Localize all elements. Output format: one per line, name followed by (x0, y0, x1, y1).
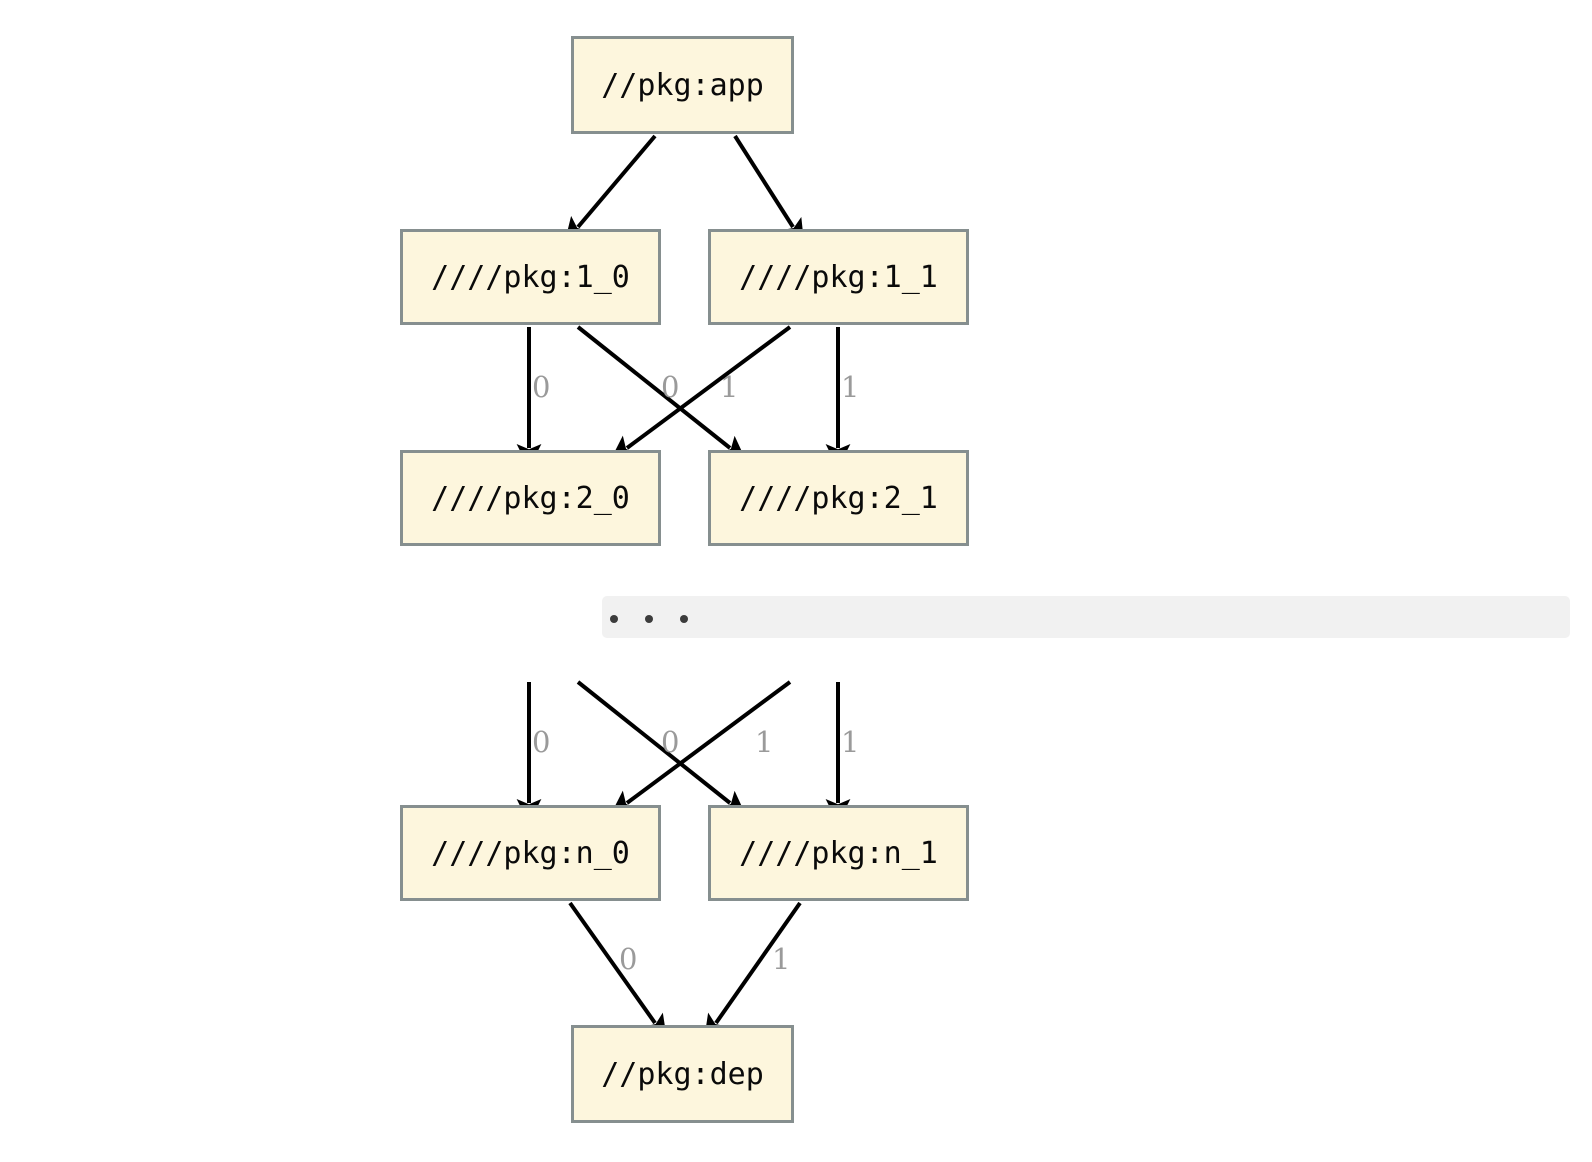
graph-edge-1_1-2_0 (610, 325, 792, 461)
edge-label-lbl-hidden-n_0: 0 (532, 725, 551, 759)
graph-node-label: ////pkg:n_1 (739, 835, 938, 871)
edge-label-lbl-n_1-dep: 1 (772, 942, 791, 976)
graph-node-n_0[interactable]: ////pkg:n_0 (400, 805, 661, 901)
ellipsis-dots (610, 615, 688, 623)
edge-label-lbl-hidden2-n_0: 0 (661, 725, 680, 759)
edge-label-lbl-1_1-2_0: 0 (661, 370, 680, 404)
graph-edge-n_0-dep (568, 901, 668, 1040)
ellipsis-dot (610, 615, 618, 623)
graph-edge-hidden-n_1 (576, 680, 747, 816)
ellipsis-dot (645, 615, 653, 623)
graph-edge-app-1_0 (564, 134, 657, 243)
graph-node-2_1[interactable]: ////pkg:2_1 (708, 450, 969, 546)
graph-node-label: //pkg:dep (601, 1056, 764, 1092)
graph-edge-1_0-2_1 (576, 325, 747, 461)
graph-node-1_1[interactable]: ////pkg:1_1 (708, 229, 969, 325)
graph-node-2_0[interactable]: ////pkg:2_0 (400, 450, 661, 546)
ellipsis-dot (680, 615, 688, 623)
graph-node-label: ////pkg:2_0 (431, 480, 630, 516)
graph-node-n_1[interactable]: ////pkg:n_1 (708, 805, 969, 901)
graph-node-app[interactable]: //pkg:app (571, 36, 794, 134)
edge-label-lbl-n_0-dep: 0 (619, 942, 638, 976)
graph-node-1_0[interactable]: ////pkg:1_0 (400, 229, 661, 325)
graph-node-label: ////pkg:1_0 (431, 259, 630, 295)
graph-node-label: ////pkg:1_1 (739, 259, 938, 295)
edge-label-lbl-1_0-2_1: 1 (720, 370, 739, 404)
edge-label-lbl-hidden-n_1: 1 (755, 725, 774, 759)
edge-label-lbl-1_0-2_0: 0 (532, 370, 551, 404)
elided-levels-band (602, 596, 1570, 638)
edge-label-lbl-1_1-2_1: 1 (841, 370, 860, 404)
graph-node-dep[interactable]: //pkg:dep (571, 1025, 794, 1123)
graph-node-label: //pkg:app (601, 67, 764, 103)
graph-node-label: ////pkg:2_1 (739, 480, 938, 516)
edge-label-lbl-hidden2-n_1: 1 (841, 725, 860, 759)
graph-node-label: ////pkg:n_0 (431, 835, 630, 871)
graph-edge-app-1_1 (733, 134, 805, 245)
